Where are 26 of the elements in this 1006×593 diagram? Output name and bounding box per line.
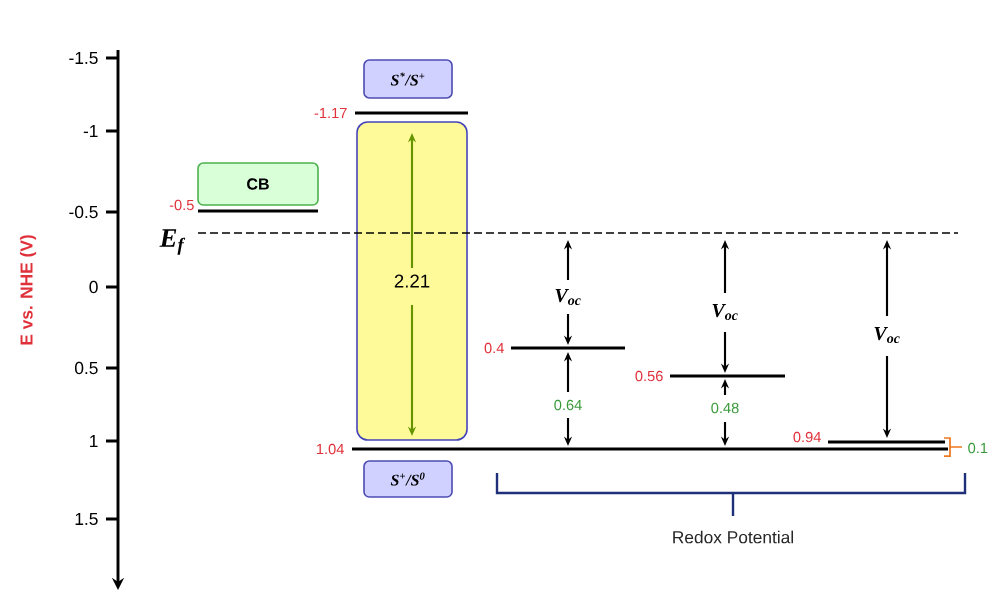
bracket-label: Redox Potential bbox=[673, 530, 793, 544]
gap-value: 0.64 bbox=[554, 399, 582, 411]
tick-label: 0.5 bbox=[75, 361, 98, 375]
energy-gap-box: 2.21 bbox=[356, 121, 468, 441]
state-box: S$^{+}$/S$^{0}$ bbox=[363, 460, 453, 498]
voltage-label: V$_{oc}$ bbox=[712, 303, 738, 321]
gap-value: 0.1 bbox=[968, 442, 988, 454]
tick-label: -0.5 bbox=[69, 205, 98, 219]
level-value: 1.04 bbox=[316, 443, 344, 455]
tick-label: -1.5 bbox=[69, 51, 98, 65]
band-box: CB bbox=[197, 162, 319, 206]
level-value: 0.56 bbox=[635, 370, 663, 382]
level-value: 0.94 bbox=[793, 431, 821, 443]
tick-label: 1.5 bbox=[75, 512, 98, 526]
fermi-level-label: E$_{f}$ bbox=[159, 229, 186, 255]
gap-value: 0.48 bbox=[711, 402, 739, 414]
tick-label: -1 bbox=[83, 125, 98, 137]
tick-label: 1 bbox=[90, 435, 98, 447]
level-value: -1.17 bbox=[314, 107, 347, 119]
axis-title: E vs. NHE (V) bbox=[19, 235, 37, 345]
tick-label: 0 bbox=[89, 280, 98, 294]
level-value: 0.4 bbox=[484, 342, 504, 354]
level-value: -0.5 bbox=[169, 199, 194, 211]
voltage-label: V$_{oc}$ bbox=[555, 288, 581, 306]
state-box: S$^{*}$/S$^{+}$ bbox=[363, 59, 453, 99]
voltage-label: V$_{oc}$ bbox=[874, 326, 900, 344]
